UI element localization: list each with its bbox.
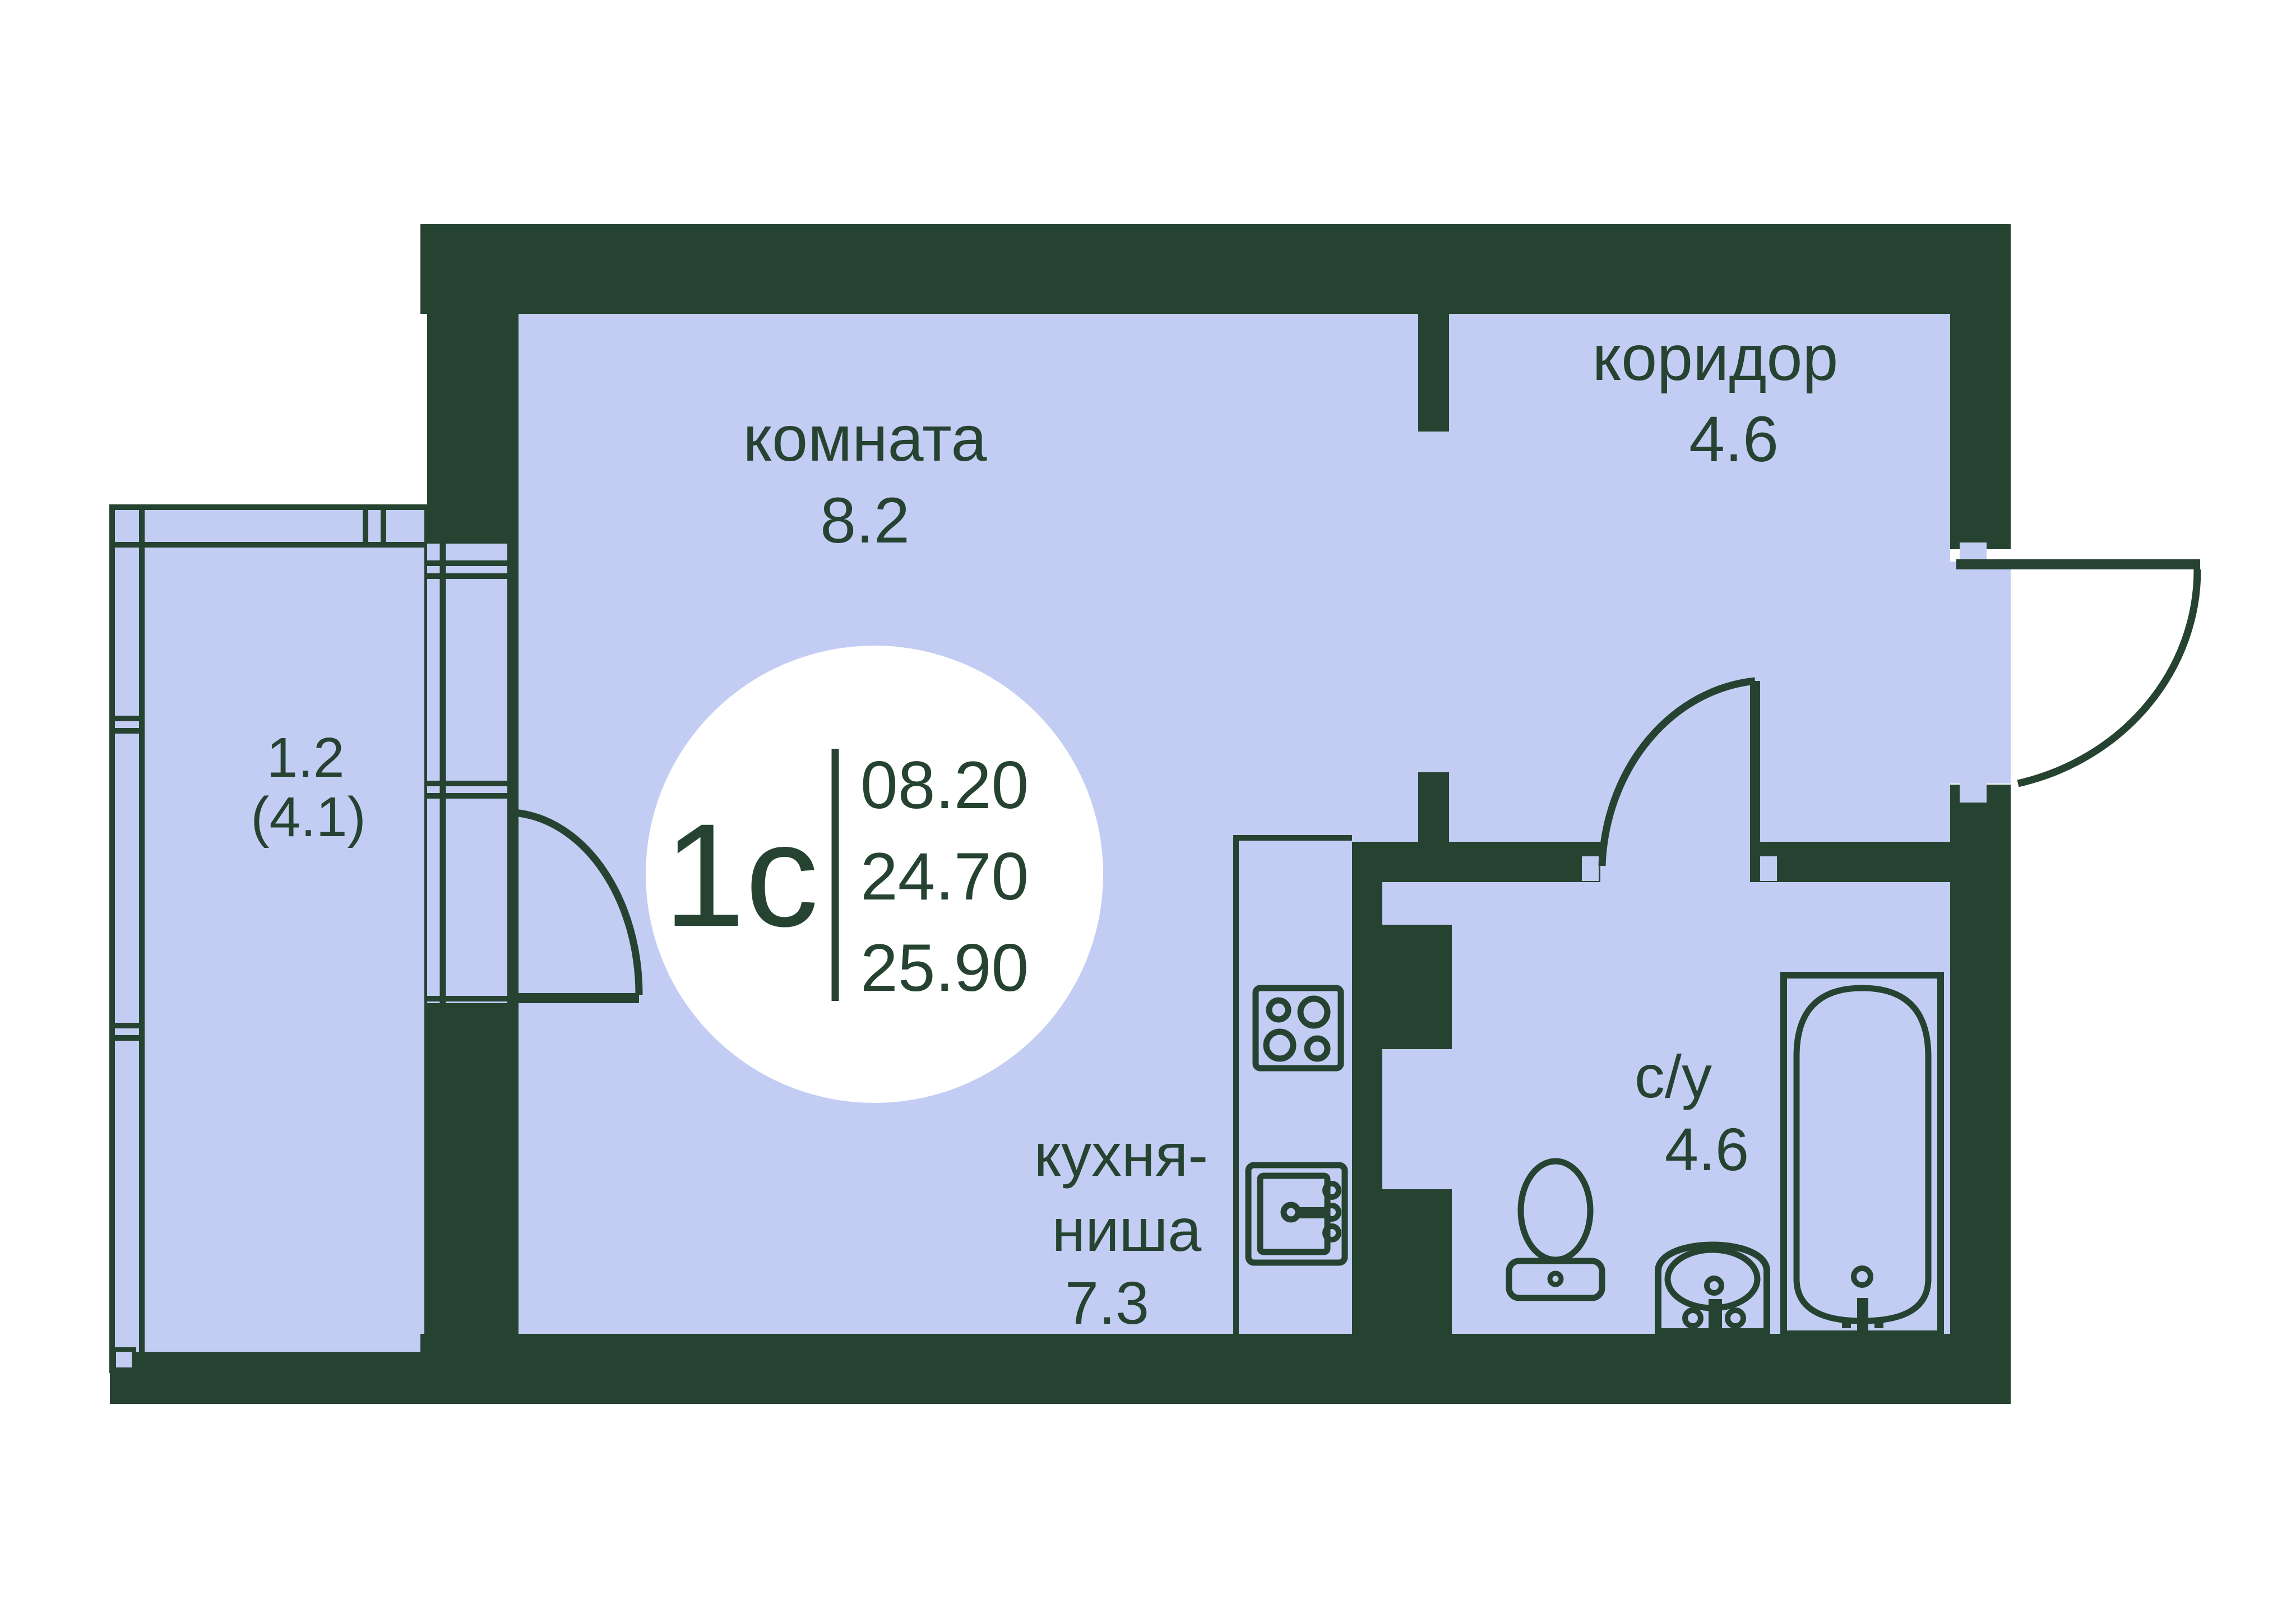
wall-shaft-thin [1352,882,1382,1334]
entrance-jamb-top [1960,542,1987,562]
unit-metric-total: 25.90 [860,930,1029,1005]
balcony-door [507,809,643,1003]
wall-shaft-block-middle [1382,925,1452,1049]
bathroom-door-leaf [1750,681,1760,882]
bathroom-door-swing-arc [1598,677,1756,866]
bathroom-fixtures [1506,972,1944,1337]
wall-top [420,224,2011,314]
balcony-floor [109,504,430,1373]
unit-type-label: 1с [664,793,819,957]
living-room-area: 8.2 [820,485,910,557]
bathroom-area: 4.6 [1665,1115,1749,1183]
wall-right-upper [1950,314,2011,549]
washbasin-icon [1655,1241,1770,1335]
kitchen-zone [1233,835,1352,1334]
stove-icon [1252,985,1344,1072]
walls [420,224,2011,1404]
bathroom-door [1598,677,1760,882]
room-labels: комната 8.2 коридор 4.6 кухня- ниша 7.3 … [251,322,1838,1337]
entrance-door-leaf [1956,559,2200,569]
kitchen-label-line1: кухня- [1034,1121,1209,1189]
balcony-door-leaf [507,993,639,1003]
unit-metric-room: 08.20 [860,748,1029,823]
toilet-icon [1506,1158,1605,1301]
wall-bathroom-top-right [1757,842,1950,882]
entrance-jamb-bottom [1960,783,1987,803]
balcony-bottom-wall [110,1352,427,1404]
wall-stub-corridor-shaft [1418,772,1449,842]
kitchen-sink-icon [1245,1162,1348,1266]
bathtub-icon [1780,972,1944,1337]
bathroom-label: с/у [1635,1042,1712,1110]
kitchen-area: 7.3 [1065,1269,1149,1337]
wall-right-lower [1950,785,2011,1334]
living-room-label: комната [743,403,987,475]
unit-metric-living: 24.70 [860,839,1029,914]
door-jambs [1582,542,1987,881]
entrance-door-swing-arc [2017,569,2201,787]
balcony-corner-post [112,1347,136,1372]
balcony [109,504,430,1373]
entrance-door [1956,559,2201,787]
corridor-label: коридор [1593,322,1839,394]
bathroom-jamb-right [1760,856,1777,881]
unit-badge: 1с 08.20 24.70 25.90 [646,646,1103,1103]
corridor-area: 4.6 [1689,404,1779,475]
balcony-door-swing-arc [513,809,643,995]
entrance-opening-floor [1950,562,2011,783]
kitchen-label-line2: ниша [1052,1196,1202,1264]
balcony-area: 1.2 [266,726,344,789]
wall-left-upper [427,314,519,544]
wall-bottom [420,1334,2011,1404]
unit-badge-circle [646,646,1103,1103]
balcony-area-coefficient: (4.1) [251,786,366,848]
wall-left-lower [427,1003,519,1334]
wall-shaft-block-bottom [1382,1189,1452,1334]
bathroom-jamb-left [1582,856,1599,881]
wall-bathroom-top-left [1352,842,1600,882]
balcony-door-frame-band [507,544,519,995]
wall-stub-room-corridor [1418,314,1449,432]
balcony-window-assembly [427,544,519,1014]
